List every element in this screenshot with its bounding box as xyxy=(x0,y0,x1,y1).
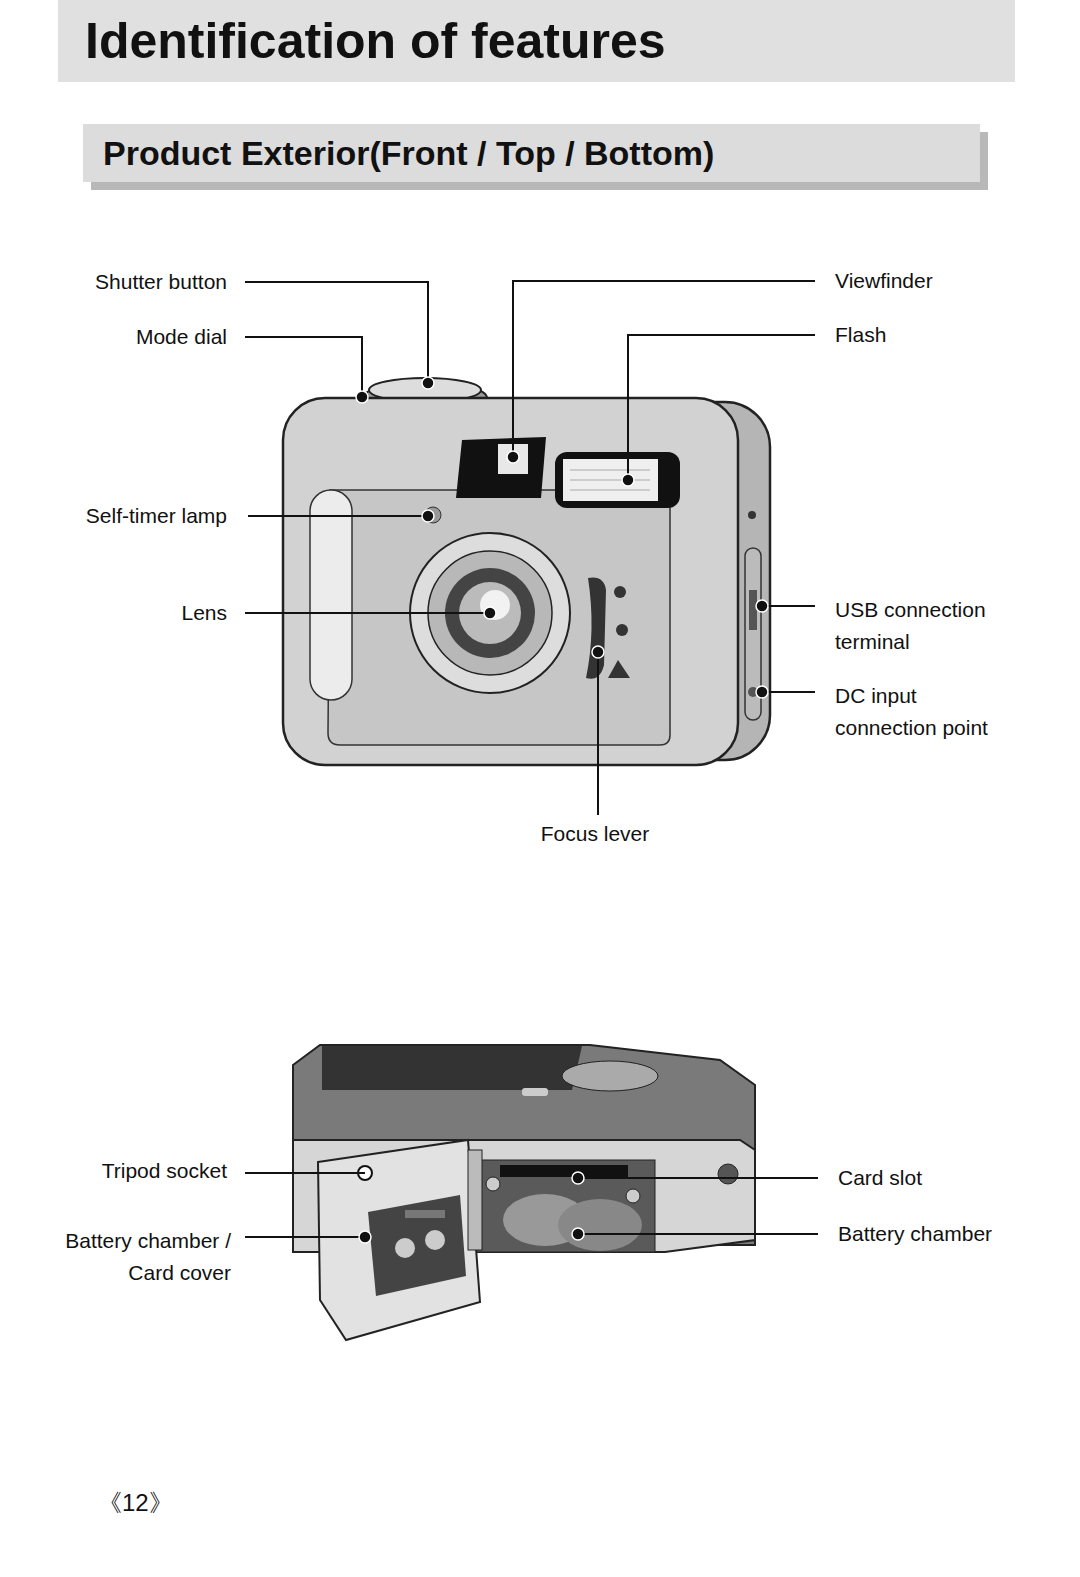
section-heading: Product Exterior(Front / Top / Bottom) xyxy=(103,134,960,173)
part-label: Tripod socket xyxy=(102,1155,227,1187)
part-label: Card slot xyxy=(838,1162,922,1194)
part-label: Lens xyxy=(181,597,227,629)
part-label: Flash xyxy=(835,319,886,351)
part-label: Battery chamber xyxy=(838,1218,992,1250)
part-label: Mode dial xyxy=(136,321,227,353)
part-label: USB connection terminal xyxy=(835,594,1005,658)
part-label: DC input connection point xyxy=(835,680,1005,744)
part-label: Self-timer lamp xyxy=(86,500,227,532)
part-label: Viewfinder xyxy=(835,265,933,297)
section-heading-band: Product Exterior(Front / Top / Bottom) xyxy=(83,124,980,182)
part-label: Shutter button xyxy=(95,266,227,298)
page-title: Identification of features xyxy=(85,12,666,70)
page-number: 《12》 xyxy=(98,1487,173,1519)
part-label: Battery chamber / Card cover xyxy=(51,1225,231,1289)
part-label: Focus lever xyxy=(541,818,650,850)
title-bar: Identification of features xyxy=(58,0,1015,82)
